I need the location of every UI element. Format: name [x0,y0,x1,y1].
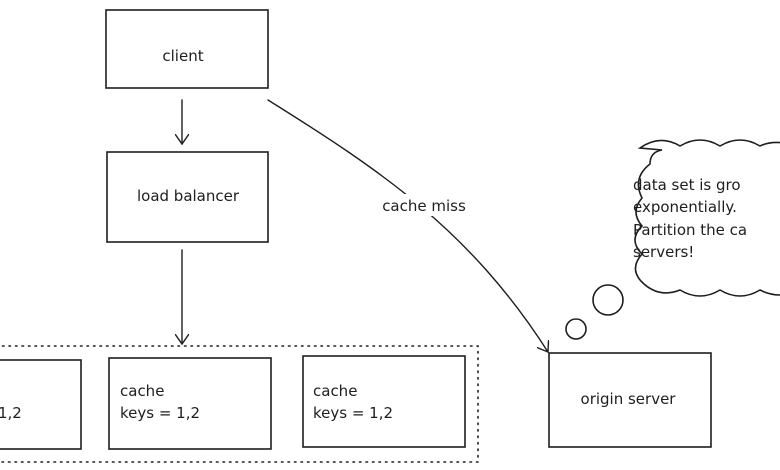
thought-line-1: data set is gro [633,176,741,194]
load-balancer-node[interactable]: load balancer [106,151,269,243]
thought-line-2: exponentially. [633,198,737,216]
cache-middle-keys: keys = 1,2 [120,404,200,422]
cache-node-left[interactable]: 1,2 [0,359,82,450]
cache-miss-label: cache miss [382,197,466,215]
origin-server-label: origin server [581,390,677,408]
cache-left-keys: 1,2 [0,404,22,422]
arrow-cache-miss [267,99,548,352]
cache-middle-title: cache [120,382,164,400]
client-node[interactable]: client [105,9,269,89]
client-label: client [162,47,203,65]
cache-right-title: cache [313,382,357,400]
cache-node-right[interactable]: cache keys = 1,2 [302,355,466,448]
cache-right-keys: keys = 1,2 [313,404,393,422]
thought-line-3: Partition the ca [633,221,747,239]
thought-bubble-dot-large [592,284,624,316]
thought-bubble[interactable]: data set is gro exponentially. Partition… [565,139,780,340]
cache-miss-label-bg [372,194,476,216]
cache-node-middle[interactable]: cache keys = 1,2 [108,357,272,450]
load-balancer-label: load balancer [137,187,240,205]
origin-server-node[interactable]: origin server [548,352,712,448]
thought-bubble-dot-small [565,318,587,340]
cache-cluster-group [0,345,479,463]
thought-line-4: servers! [633,243,694,261]
